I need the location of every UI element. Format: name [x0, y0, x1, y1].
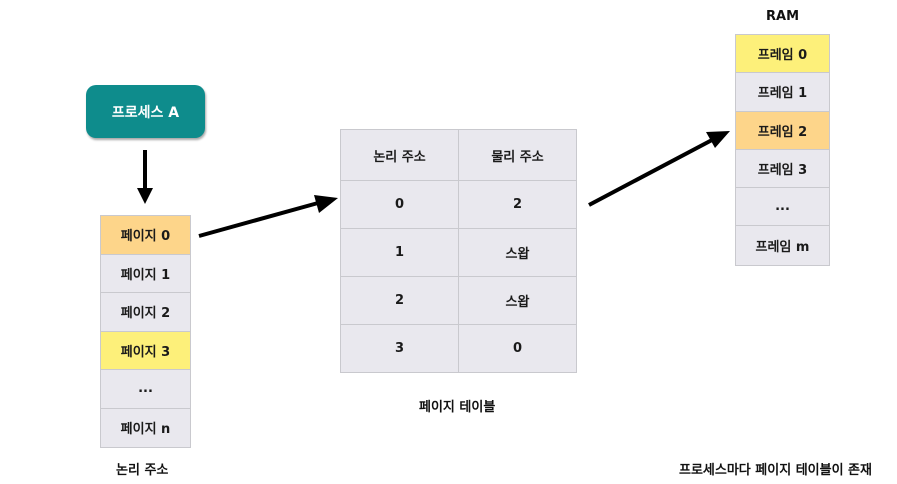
page-3-cell: 페이지 3 [101, 331, 190, 370]
page-ellipsis-cell: ... [101, 370, 190, 409]
row-3-logical: 3 [340, 324, 459, 373]
ram-frames-stack: 프레임 0 프레임 1 프레임 2 프레임 3 ... 프레임 m [735, 34, 830, 266]
arrow-process-to-pages [137, 150, 153, 204]
page-table: 논리 주소 물리 주소 0 2 1 스왑 2 스왑 3 0 [340, 129, 577, 373]
ram-title: RAM [766, 9, 800, 24]
process-a-box: 프로세스 A [86, 85, 205, 138]
page-table-caption: 페이지 테이블 [419, 400, 496, 415]
row-0-logical: 0 [340, 180, 459, 229]
header-physical-address: 물리 주소 [458, 129, 577, 181]
arrow-table-to-ram [588, 131, 730, 207]
frame-3-cell: 프레임 3 [736, 150, 829, 189]
logical-pages-stack: 페이지 0 페이지 1 페이지 2 페이지 3 ... 페이지 n [100, 215, 191, 448]
page-2-cell: 페이지 2 [101, 293, 190, 332]
frame-0-cell: 프레임 0 [736, 35, 829, 74]
logical-address-caption: 논리 주소 [116, 463, 169, 478]
table-row: 0 2 [340, 180, 577, 229]
page-1-cell: 페이지 1 [101, 255, 190, 293]
page-0-cell: 페이지 0 [101, 216, 190, 255]
row-1-logical: 1 [340, 228, 459, 277]
page-n-cell: 페이지 n [120, 422, 171, 438]
frame-2-cell: 프레임 2 [736, 111, 829, 150]
row-2-logical: 2 [340, 276, 459, 325]
frame-1-cell: 프레임 1 [736, 73, 829, 112]
per-process-table-caption: 프로세스마다 페이지 테이블이 존재 [679, 463, 872, 478]
process-a-label: 프로세스 A [111, 104, 180, 121]
table-row: 3 0 [340, 324, 577, 373]
frame-m-cell: 프레임 m [755, 240, 810, 256]
frame-ellipsis-cell: ... [736, 188, 829, 227]
row-3-physical: 0 [458, 324, 577, 373]
arrow-pages-to-table [198, 195, 338, 238]
table-row: 1 스왑 [340, 228, 577, 277]
page-table-header-row: 논리 주소 물리 주소 [340, 129, 577, 181]
row-0-physical: 2 [458, 180, 577, 229]
